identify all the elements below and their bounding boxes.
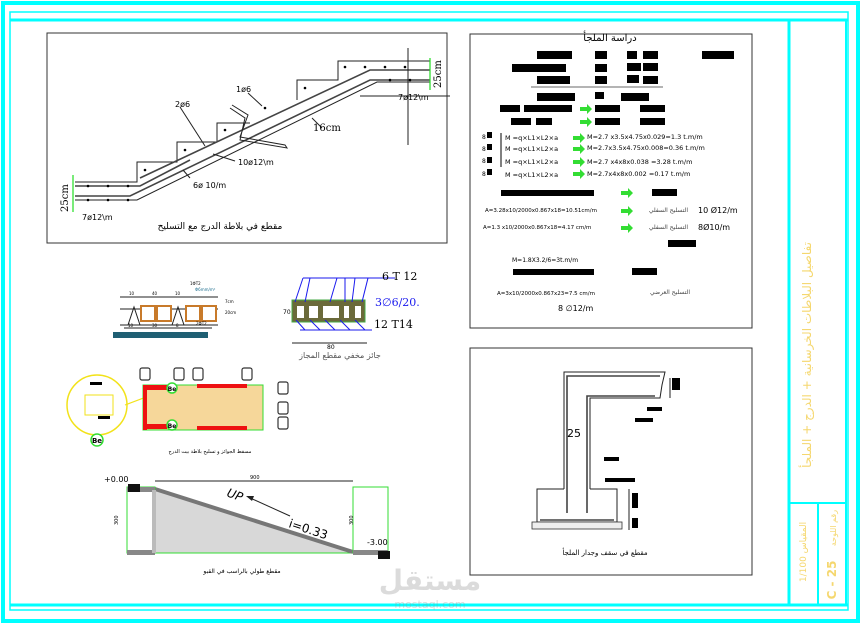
slab-note-mesh: Φ6mm/m² <box>195 287 216 292</box>
shelter-calc-panel: دراسة الملجأ 8 M =q×L1× <box>469 30 753 329</box>
wall-moment: M=1.8X3.2/6=3t.m/m <box>512 257 578 264</box>
stair-caption: مقطع في بلاطة الدرج مع التسليح <box>158 222 283 232</box>
moment-result: M=2.7 x3.5x4.75x0.029=1.3 t.m/m <box>587 133 703 141</box>
scale-label: المقياس 1/100 <box>799 522 809 582</box>
moment-formula: M =q×L1×L2×a <box>505 158 558 166</box>
slab-side-top: 7cm <box>225 299 234 304</box>
ramp-height-left: 300 <box>114 515 120 525</box>
slab-top-dim-1: 10 <box>129 291 135 296</box>
slab-side-bottom: 20cm <box>225 310 236 315</box>
steel-row: A=1.3 x10/2000x0.867x18=4.17 cm/m التسلي… <box>483 222 730 232</box>
shelter-wall-section: 25 مقطع في سقف وجدار الملجأ <box>469 347 753 576</box>
moment-row: 8 M =q×L1×L2×a M=2.7x4x8x0.002 =0.17 t.m… <box>482 169 690 179</box>
label-6o10: 6ø 10/m <box>193 181 226 190</box>
dim-25-right: 25cm <box>433 60 444 88</box>
plan-tag-1: Be <box>168 386 177 393</box>
moment-result: M=2.7x4x8x0.002 =0.17 t.m/m <box>587 170 690 178</box>
slab-bottom-dim-2: 30 <box>152 323 158 328</box>
label-thickness: 16cm <box>313 123 341 134</box>
shelter-caption: مقطع في سقف وجدار الملجأ <box>562 547 648 557</box>
steel-formula: A=3.28x10/2000x0.867x18=10.51cm/m <box>485 208 597 214</box>
beam-height: 70 <box>283 309 291 316</box>
moment-tag: 8 <box>482 158 486 165</box>
redacted-blocks <box>500 51 734 275</box>
label-2o6: 2ø6 <box>175 100 190 109</box>
dim-25-left: 25cm <box>60 184 71 212</box>
beam-stirrups: 3∅6/20. <box>375 296 420 309</box>
label-1o6: 1ø6 <box>236 85 251 94</box>
stair-house-plan: Be Be Be مسقط الجوائز و تسليح بلاطة بيت … <box>66 367 289 455</box>
moment-formula: M =q×L1×L2×a <box>505 145 558 153</box>
wall-thickness: 25 <box>567 427 581 440</box>
beam-top-bars: 6 T 12 <box>382 270 417 283</box>
slab-note-top: 1ΦT2 <box>190 281 201 286</box>
ribbed-slab-section: 10 40 10 10 30 8 1ΦT2 Φ6mm/m² 2ΦT2 7cm 2… <box>113 281 236 338</box>
wall-formula: A=3x10/2000x0.867x23=7.5 cm/m <box>497 291 595 297</box>
moment-formula: M =q×L1×L2×a <box>505 134 558 142</box>
label-7o12-left: 7ø12\m <box>82 213 113 222</box>
slab-ground-strip <box>113 332 208 338</box>
plan-tag-3: Be <box>92 437 102 445</box>
slab-bottom-dim-1: 10 <box>128 323 134 328</box>
ramp-length: 900 <box>250 475 260 481</box>
ramp-level-top: +0.00 <box>104 475 129 484</box>
green-arrows <box>573 104 633 233</box>
moment-tag: 8 <box>482 146 486 153</box>
slab-top-dim-3: 10 <box>175 291 181 296</box>
plan-caption: مسقط الجوائز و تسليح بلاطة بيت الدرج <box>169 449 252 455</box>
slab-bottom-dim-3: 8 <box>176 323 179 328</box>
steel-formula: A=1.3 x10/2000x0.867x18=4.17 cm/m <box>483 225 591 231</box>
moment-row: 8 M =q×L1×L2×a M=2.7x3.5x4.75x0.008=0.36… <box>482 144 705 153</box>
moment-row: 8 M =q×L1×L2×a M=2.7 x4x8x0.038 =3.28 t.… <box>482 157 692 166</box>
ramp-height-right: 300 <box>349 515 355 525</box>
moment-result: M=2.7 x4x8x0.038 =3.28 t.m/m <box>587 158 692 166</box>
label-10o12: 10ø12\m <box>238 158 274 167</box>
ramp-caption: مقطع طولي بالراسب في القبو <box>202 568 280 575</box>
ramp-section: +0.00 -3.00 900 300 300 UP i=0.33 مقطع ط… <box>104 475 390 575</box>
steel-bars: 10 Ø12/m <box>698 205 738 215</box>
stair-section: 2ø6 1ø6 16cm 10ø12\m 6ø 10/m 7ø12\m 7ø12… <box>46 32 450 244</box>
moment-tag: 8 <box>482 171 486 178</box>
wall-label: التسليح العرضي <box>650 289 690 296</box>
beam-width: 80 <box>327 344 335 351</box>
moment-row: 8 M =q×L1×L2×a M=2.7 x3.5x4.75x0.029=1.3… <box>482 132 703 142</box>
ramp-up-label: UP <box>225 486 246 505</box>
watermark-logo: مستقل <box>379 564 481 597</box>
moment-rows: 8 M =q×L1×L2×a M=2.7 x3.5x4.75x0.029=1.3… <box>482 132 705 179</box>
plan-tag-2: Be <box>168 423 177 430</box>
sheet-title: تفاصيل البلاطات الخرسانية + الدرج + المل… <box>798 242 815 468</box>
title-block: تفاصيل البلاطات الخرسانية + الدرج + المل… <box>787 20 847 605</box>
steel-label: التسليح السفلي <box>649 224 688 231</box>
moment-tag: 8 <box>482 134 486 141</box>
inner-frame <box>9 11 849 611</box>
slab-note-bottom: 2ΦT2 <box>196 321 207 326</box>
sheet-number-label: رقم اللوحة <box>829 510 838 546</box>
calc-title: دراسة الملجأ <box>583 30 636 44</box>
beam-bottom-bars: 12 T14 <box>374 318 413 331</box>
steel-bars: 8Ø10/m <box>698 222 730 232</box>
beam-caption: جائز مخفي مقطع المجاز <box>298 351 381 360</box>
hidden-beam-section: 6 T 12 3∅6/20. 12 T14 70 80 جائز مخفي مق… <box>283 270 420 360</box>
wall-bars: 8 ∅12/m <box>558 304 593 313</box>
ramp-level-bottom: -3.00 <box>367 538 388 547</box>
label-7o12-right: 7ø12\m <box>398 93 429 102</box>
slab-top-dim-2: 40 <box>152 291 158 296</box>
sheet-number: C - 25 <box>825 561 839 600</box>
moment-result: M=2.7x3.5x4.75x0.008=0.36 t.m/m <box>587 144 705 152</box>
steel-label: التسليح السفلي <box>649 207 688 214</box>
steel-row: A=3.28x10/2000x0.867x18=10.51cm/m التسلي… <box>485 205 738 215</box>
mostaql-watermark: مستقل mostaql.com <box>379 564 481 611</box>
watermark-site: mostaql.com <box>394 598 465 611</box>
moment-formula: M =q×L1×L2×a <box>505 171 558 179</box>
